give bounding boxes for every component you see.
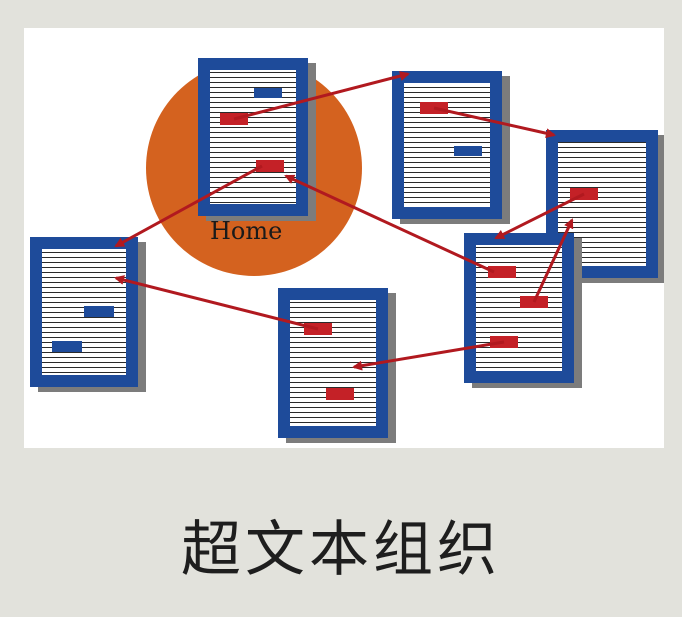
document-page[interactable] <box>30 237 146 392</box>
link-arrow <box>233 71 410 121</box>
document-page[interactable] <box>392 71 510 224</box>
link-anchor[interactable] <box>256 160 284 172</box>
document-page[interactable] <box>464 233 582 388</box>
hypertext-diagram: Home <box>30 58 664 443</box>
document-page[interactable] <box>278 288 396 443</box>
link-arrow <box>532 218 574 303</box>
diagram-caption: 超文本组织 <box>181 515 501 585</box>
document-page[interactable] <box>546 130 664 283</box>
link-anchor[interactable] <box>84 306 114 317</box>
link-anchor[interactable] <box>454 146 482 156</box>
link-anchor[interactable] <box>52 341 82 352</box>
link-anchor[interactable] <box>254 88 282 98</box>
link-arrow <box>352 340 505 371</box>
diagram-panel: Home <box>24 28 664 448</box>
link-arrow <box>114 164 263 248</box>
link-arrow <box>114 275 319 331</box>
home-label: Home <box>210 217 282 245</box>
link-arrow <box>433 106 556 139</box>
link-anchor[interactable] <box>326 388 354 400</box>
link-arrow <box>284 174 495 274</box>
link-anchor[interactable] <box>488 266 516 278</box>
document-page-home[interactable] <box>198 58 316 221</box>
link-arrow <box>494 192 585 240</box>
